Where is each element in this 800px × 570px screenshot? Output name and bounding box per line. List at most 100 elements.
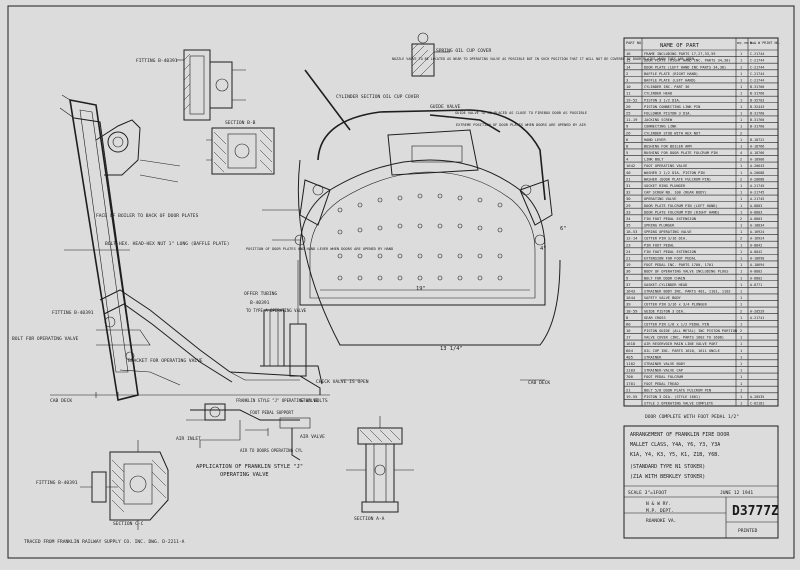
- table-cell: 34: [626, 216, 631, 221]
- table-cell: 31: [626, 183, 631, 188]
- section-bb-detail: [206, 127, 275, 175]
- table-cell: 2: [626, 71, 628, 76]
- table-cell: 1: [740, 382, 742, 386]
- table-cell: 19-55: [626, 394, 637, 399]
- dim-19: 19": [416, 286, 426, 292]
- label-air-valve: AIR VALVE: [300, 434, 325, 440]
- label-spring-oil-cup: SPRING OIL CUP COVER: [436, 48, 492, 54]
- table-cell: SOCKET RING PLUNGER: [644, 184, 686, 188]
- table-cell: 23: [626, 242, 631, 247]
- table-cell: 1: [740, 316, 742, 320]
- printed-stamp: PRINTED: [738, 528, 758, 534]
- table-cell: PISTON GUIDE (ALL METAL) INC PISTON PORT…: [644, 329, 737, 333]
- table-cell: 2: [740, 237, 742, 241]
- label-fitting-bottom: FITTING B-40391: [36, 480, 78, 486]
- label-fitting-top: FITTING B-40391: [136, 58, 178, 64]
- door-note: DOOR COMPLETE WITH FOOT PEDAL 1/2": [645, 414, 739, 420]
- table-cell: 15: [626, 58, 631, 63]
- table-cell: OIL CUP INC. PARTS 1610, 1611 UNCLE: [644, 349, 720, 353]
- section-aa-detail: [346, 416, 414, 513]
- table-cell: CONNECTING LINK: [644, 125, 677, 129]
- table-cell: 26: [626, 130, 631, 135]
- table-cell: 29: [626, 203, 631, 208]
- label-guide-valve: GUIDE VALVE: [430, 104, 461, 110]
- table-cell: 1701: [626, 381, 636, 386]
- table-cell: 1: [740, 355, 742, 359]
- table-cell: 16: [626, 51, 631, 56]
- left-frame-elevation: [50, 94, 330, 401]
- table-cell: 1: [740, 243, 742, 247]
- fire-door-elevation: [262, 69, 561, 346]
- table-cell: A-18766: [750, 144, 764, 148]
- table-cell: 1: [740, 336, 742, 340]
- table-cell: 8: [626, 143, 629, 148]
- table-cell: 1: [740, 138, 742, 142]
- table-cell: 19: [626, 262, 631, 267]
- table-cell: 60: [626, 321, 631, 326]
- table-cell: PISTON 3 1/2 DIA.: [644, 98, 681, 102]
- table-cell: BOLT FOR DOOR CHAIN: [644, 276, 685, 280]
- title-line-2: MALLET CLASS, Y4A, Y6, Y3, Y3A: [630, 442, 720, 448]
- table-cell: 5: [626, 150, 628, 155]
- table-cell: BODY OF OPERATING VALVE INCLUDING PLUGS: [644, 270, 728, 274]
- table-cell: A-8802: [750, 276, 762, 280]
- label-section-cc: SECTION C-C: [113, 521, 144, 527]
- table-cell: 24: [626, 249, 631, 254]
- table-cell: 12-14: [626, 236, 638, 241]
- table-cell: A-20688: [750, 177, 764, 181]
- dim-13: 13 1/4": [440, 346, 463, 352]
- label-fitting-b: B-40391: [250, 300, 270, 306]
- table-cell: STRAINER VALVE BODY: [644, 362, 686, 366]
- table-cell: 9: [626, 275, 629, 280]
- fitting-top-detail: [176, 49, 246, 121]
- table-cell: 1: [740, 85, 742, 89]
- table-header-print: N & W PRINT NO.: [750, 41, 781, 45]
- label-foot-pedal: FOOT PEDAL SUPPORT: [250, 410, 294, 415]
- table-cell: 2: [740, 309, 742, 313]
- table-cell: EXTENSION FOR FOOT PEDAL: [644, 257, 696, 261]
- table-cell: SPRING PLUNGER: [644, 224, 675, 228]
- table-cell: 1: [740, 171, 742, 175]
- table-cell: 30: [626, 196, 631, 201]
- table-cell: 700: [626, 374, 634, 379]
- table-cell: 21: [626, 387, 631, 392]
- table-cell: 1: [740, 322, 742, 326]
- table-cell: 1643: [626, 288, 635, 293]
- table-cell: A-20643: [750, 164, 764, 168]
- table-cell: A-21745: [750, 184, 764, 188]
- table-cell: 1: [740, 270, 742, 274]
- table-cell: VALVE COVER (INC. PARTS 1602 TO 1608): [644, 336, 724, 340]
- title-date: JUNE 12 1941: [720, 490, 753, 496]
- rivet-grid: [294, 184, 546, 281]
- table-cell: A-21741: [750, 316, 764, 320]
- table-cell: 1: [740, 191, 742, 195]
- table-cell: DOOR PLATE FULCRUM PIN (LEFT HAND): [644, 204, 718, 208]
- table-cell: B-18722: [750, 138, 764, 142]
- table-cell: 1: [740, 250, 742, 254]
- table-cell: 4: [626, 157, 629, 162]
- table-cell: A-8803: [750, 217, 762, 221]
- table-cell: 1: [740, 402, 742, 406]
- table-cell: 1: [740, 125, 742, 129]
- table-cell: 11-19: [626, 117, 638, 122]
- table-cell: 1: [740, 283, 742, 287]
- table-cell: 1: [740, 210, 742, 214]
- table-cell: STRAINER-VALVE CAP: [644, 369, 683, 373]
- label-guide-note: GUIDE VALVE TO BE PLACED AS CLOSE TO FIR…: [455, 111, 587, 115]
- table-cell: A-20529: [750, 309, 764, 313]
- table-cell: 9: [626, 124, 629, 129]
- table-cell: 1: [740, 362, 742, 366]
- table-cell: DOOR PLATE (RIGHT HAND INC. PARTS 34,38): [644, 59, 731, 63]
- table-cell: A-8803: [750, 210, 762, 214]
- table-cell: BAFFLE PLATE (LEFT HAND): [644, 79, 696, 83]
- table-header-name: NAME OF PART: [660, 43, 700, 49]
- table-cell: 2: [740, 177, 742, 181]
- label-air-inlet: AIR INLET: [176, 436, 201, 442]
- table-cell: 40: [626, 170, 631, 175]
- section-cc-detail: [109, 440, 169, 530]
- table-cell: GASKET-CYLINDER HEAD: [644, 283, 687, 287]
- table-cell: 18-59: [626, 308, 638, 313]
- table-cell: 3: [626, 78, 628, 83]
